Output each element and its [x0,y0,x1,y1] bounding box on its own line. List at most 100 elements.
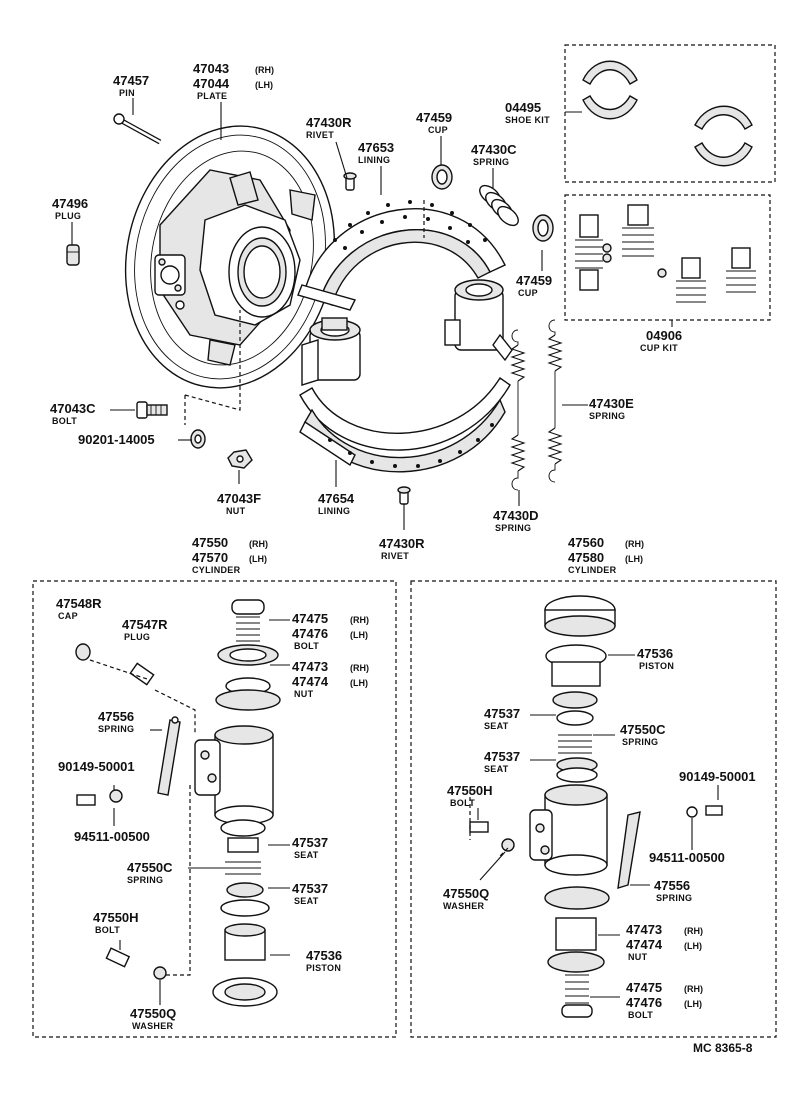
label-r-47474-name: NUT [628,952,648,962]
label-47570-side: (LH) [249,554,267,564]
label-47459-top-name: CUP [428,125,448,135]
label-r-47550c-name: SPRING [622,737,658,747]
label-l-47547r-num: 47547R [122,617,168,632]
plug-drawing [66,244,80,266]
label-47653-name: LINING [358,155,390,165]
backing-plate-drawing [124,125,336,389]
cylinder-left-assembled-drawing [301,317,361,386]
label-l-47537b-name: SEAT [294,896,319,906]
leader-lines [71,98,719,1005]
label-47580-num: 47580 [568,550,604,565]
label-l-47476-side: (LH) [350,630,368,640]
label-47043-num: 47043 [193,61,229,76]
label-l-47550c-num: 47550C [127,860,173,875]
label-47459-mid-num: 47459 [516,273,552,288]
label-04906-name: CUP KIT [640,343,678,353]
label-47560-side: (RH) [625,539,644,549]
label-r-47550h-name: BOLT [450,798,475,808]
label-r-47476-side: (LH) [684,999,702,1009]
cylinder-right-assembled-drawing [444,279,513,362]
label-90201-num: 90201-14005 [78,432,155,447]
left-cylinder-box [32,580,397,1038]
label-47043c-name: BOLT [52,416,77,426]
label-l-47550h-name: BOLT [95,925,120,935]
label-l-47548r-name: CAP [58,611,78,621]
label-r-47536-name: PISTON [639,661,674,671]
label-47457-name: PIN [119,88,135,98]
label-47430r-bot-num: 47430R [379,536,425,551]
label-47430c-name: SPRING [473,157,509,167]
label-l-47536-name: PISTON [306,963,341,973]
label-r-47537a-num: 47537 [484,706,520,721]
shoe-kit-drawing [582,60,753,167]
label-l-47556-num: 47556 [98,709,134,724]
label-r-47473-side: (RH) [684,926,703,936]
cup-top-drawing [431,164,453,190]
label-47043f-num: 47043F [217,491,261,506]
label-r-47537b-name: SEAT [484,764,509,774]
nut-47043f-drawing [227,449,253,469]
lower-shoe-drawing [299,377,511,473]
label-l-47474-num: 47474 [292,674,329,689]
label-47654-num: 47654 [318,491,355,506]
label-47430d-num: 47430D [493,508,539,523]
label-l-47473-num: 47473 [292,659,328,674]
label-47044-name: PLATE [197,91,227,101]
label-r-90149-num: 90149-50001 [679,769,756,784]
label-47043c-num: 47043C [50,401,96,416]
label-l-47537a-num: 47537 [292,835,328,850]
label-l-47536-num: 47536 [306,948,342,963]
washer-90201-drawing [190,429,206,449]
label-r-47476-name: BOLT [628,1010,653,1020]
label-r-47556-name: SPRING [656,893,692,903]
label-47430r-top-num: 47430R [306,115,352,130]
spring-47430d-drawing [510,329,526,491]
label-l-47556-name: SPRING [98,724,134,734]
label-47430e-num: 47430E [589,396,634,411]
label-l-47537b-num: 47537 [292,881,328,896]
label-r-47476-num: 47476 [626,995,662,1010]
diagram-code: MC 8365-8 [693,1041,753,1055]
label-r-47473-num: 47473 [626,922,662,937]
left-cylinder-exploded-drawing [75,599,281,1007]
label-47044-side: (LH) [255,80,273,90]
label-47550-num: 47550 [192,535,228,550]
label-47430e-name: SPRING [589,411,625,421]
label-r-47550h-num: 47550H [447,783,493,798]
cup-kit-box [564,194,771,321]
label-47430r-top-name: RIVET [306,130,334,140]
label-47496-num: 47496 [52,196,88,211]
label-l-47537a-name: SEAT [294,850,319,860]
label-47430r-bot-name: RIVET [381,551,409,561]
spring-47430e-drawing [547,319,563,483]
label-47430c-num: 47430C [471,142,517,157]
cup-kit-drawing [575,204,756,303]
label-l-47475-side: (RH) [350,615,369,625]
label-04495-num: 04495 [505,100,541,115]
label-r-47550q-num: 47550Q [443,886,489,901]
label-47580-side: (LH) [625,554,643,564]
label-47570-num: 47570 [192,550,228,565]
pin-drawing [113,113,162,145]
label-47550-side: (RH) [249,539,268,549]
label-r-47536-num: 47536 [637,646,673,661]
label-l-47550q-num: 47550Q [130,1006,176,1021]
label-04495-name: SHOE KIT [505,115,550,125]
spring-47430c-drawing [479,184,519,227]
label-r-47537a-name: SEAT [484,721,509,731]
label-47457-num: 47457 [113,73,149,88]
cup-mid-drawing [532,214,554,242]
label-04906-num: 04906 [646,328,682,343]
bolt-47043c-drawing [136,401,168,419]
label-l-47547r-name: PLUG [124,632,150,642]
label-r-47474-side: (LH) [684,941,702,951]
label-l-90149-num: 90149-50001 [58,759,135,774]
label-l-47550c-name: SPRING [127,875,163,885]
label-47580-name: CYLINDER [568,565,617,575]
label-l-47474-side: (LH) [350,678,368,688]
label-r-47550q-name: WASHER [443,901,485,911]
label-l-94511-num: 94511-00500 [74,829,150,844]
label-47570-name: CYLINDER [192,565,241,575]
